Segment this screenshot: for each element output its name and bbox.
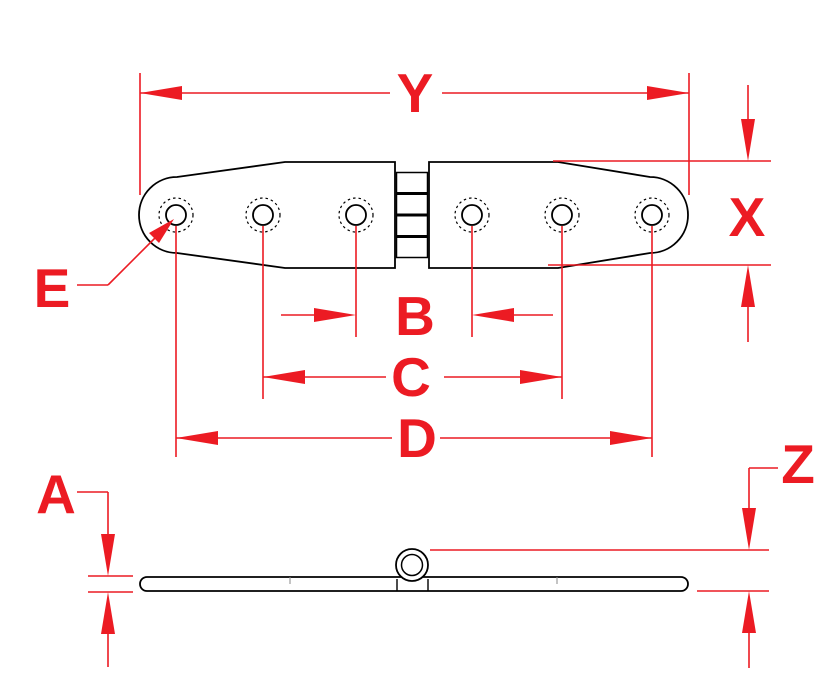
a-arrowhead-down-icon [101, 534, 115, 576]
hole-circle [345, 204, 367, 226]
countersink-dotted-circle [634, 197, 670, 233]
hole-circle [252, 204, 274, 226]
dimension-y: Y [139, 62, 690, 195]
b-arrowhead-right-icon [314, 308, 356, 322]
c-arrowhead-left-icon [263, 370, 305, 384]
a-arrowhead-up-icon [101, 592, 115, 634]
dim-label-a: A [36, 463, 76, 525]
screw-hole [158, 197, 194, 233]
top-view [138, 161, 689, 269]
hole-circle [641, 204, 663, 226]
dim-label-z: Z [781, 433, 815, 495]
dimension-a: A [36, 463, 133, 667]
dim-label-b: B [395, 285, 435, 347]
callout-e: E [34, 219, 174, 319]
screw-holes [158, 197, 670, 233]
d-arrowhead-right-icon [610, 431, 652, 445]
screw-hole [338, 197, 374, 233]
dimension-x: X [548, 85, 771, 342]
z-arrowhead-down-icon [742, 508, 756, 550]
c-arrowhead-right-icon [520, 370, 562, 384]
y-arrowhead-left-icon [140, 86, 182, 100]
screw-hole [544, 197, 580, 233]
dim-label-x: X [729, 186, 766, 248]
screw-hole [634, 197, 670, 233]
side-view [139, 548, 689, 592]
hole-circle [551, 204, 573, 226]
countersink-dotted-circle [158, 197, 194, 233]
x-arrowhead-down-icon [741, 119, 755, 161]
dim-label-y: Y [397, 62, 434, 124]
dimension-z: Z [430, 433, 815, 668]
knuckle [395, 171, 429, 259]
dim-label-c: C [391, 346, 431, 408]
hole-circle [165, 204, 187, 226]
dimension-b: B [281, 285, 553, 347]
x-arrowhead-up-icon [741, 265, 755, 307]
dimension-c: C [263, 346, 562, 408]
hole-circle [461, 204, 483, 226]
dim-label-e: E [34, 257, 71, 319]
y-arrowhead-right-icon [647, 86, 689, 100]
e-leader-arrowhead-icon [149, 219, 174, 243]
b-arrowhead-left-icon [472, 308, 514, 322]
dimension-d: D [176, 407, 652, 469]
countersink-dotted-circle [454, 197, 490, 233]
e-leader-diagonal [107, 236, 157, 286]
barrel-ring-inner [400, 553, 424, 577]
dim-label-d: D [397, 407, 437, 469]
z-arrowhead-up-icon [742, 591, 756, 633]
d-arrowhead-left-icon [176, 431, 218, 445]
countersink-dotted-circle [245, 197, 281, 233]
screw-hole [454, 197, 490, 233]
countersink-dotted-circle [338, 197, 374, 233]
countersink-dotted-circle [544, 197, 580, 233]
screw-hole [245, 197, 281, 233]
